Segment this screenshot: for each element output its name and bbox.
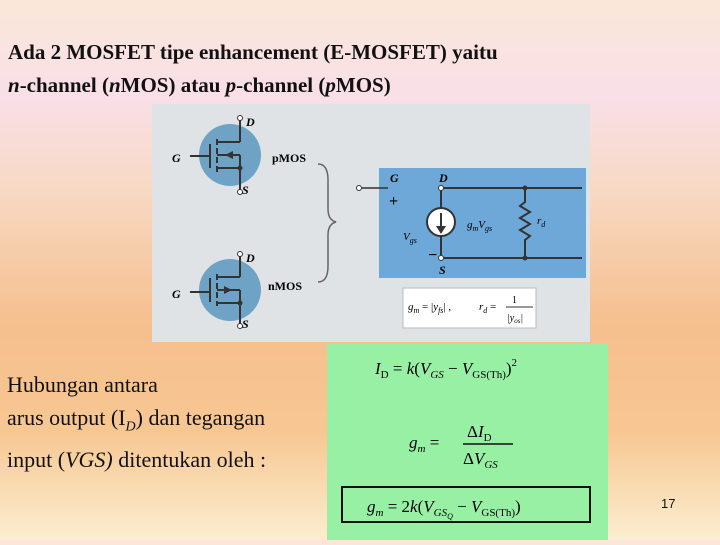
- svg-text:1: 1: [512, 295, 517, 306]
- rd-label: rd: [537, 215, 546, 229]
- vgs-label: Vgs: [403, 231, 417, 245]
- title-line-1: Ada 2 MOSFET tipe enhancement (E-MOSFET)…: [8, 40, 498, 64]
- body-line-1: Hubungan antara: [7, 372, 158, 397]
- equation-drain-current: ID = k(VGS − VGS(Th))2: [374, 357, 517, 381]
- page-number: 17: [661, 496, 676, 511]
- equation-boxed: [341, 486, 591, 523]
- equation-panel: ID = k(VGS − VGS(Th))2 gm = ΔID ΔVGS gm …: [327, 344, 608, 540]
- nmos-g-label: G: [172, 287, 181, 301]
- small-signal-model: G D S + − Vgs gmVgs rd: [356, 168, 586, 278]
- pmos-symbol: D G S pMOS: [172, 115, 306, 197]
- rd-resistor: [518, 188, 532, 258]
- body-line-2: arus output (ID) dan tegangan: [7, 405, 266, 435]
- nmos-symbol: D G S nMOS: [172, 251, 302, 331]
- equation-transconductance-q: gm = 2k(VGSQ − VGS(Th)): [367, 497, 521, 521]
- model-g-label: G: [390, 171, 399, 185]
- pmos-d-label: D: [245, 115, 255, 129]
- minus-sign: −: [428, 247, 437, 264]
- svg-text:rd =: rd =: [479, 301, 496, 315]
- nmos-d-label: D: [245, 251, 255, 265]
- body-line-3: input (VGS) ditentukan oleh :: [7, 447, 267, 473]
- gm-vgs-label: gmVgs: [467, 219, 492, 233]
- pmos-label: pMOS: [272, 151, 306, 165]
- title-line-2: n-channel (nMOS) atau p-channel (pMOS): [8, 73, 391, 97]
- plus-sign: +: [389, 193, 398, 210]
- model-background: [379, 168, 586, 278]
- model-d-label: D: [438, 171, 448, 185]
- svg-text:ΔID: ΔID: [467, 422, 492, 444]
- pmos-s-label: S: [242, 183, 249, 197]
- svg-text:ΔVGS: ΔVGS: [463, 449, 498, 471]
- pmos-g-label: G: [172, 151, 181, 165]
- model-s-label: S: [439, 263, 446, 277]
- mosfet-circuit-figure: D G S pMOS D G S nMOS: [152, 104, 590, 342]
- nmos-label: nMOS: [268, 279, 302, 293]
- equation-transconductance-delta: gm =: [409, 433, 439, 455]
- nmos-s-label: S: [242, 317, 249, 331]
- body-text: Hubungan antara arus output (ID) dan teg…: [7, 368, 266, 476]
- mosfet-circuit-svg: D G S pMOS D G S nMOS: [172, 115, 586, 331]
- gm-rd-formula: gm = |yfs| , rd = 1 |yos|: [402, 287, 537, 329]
- grouping-brace: [317, 163, 337, 283]
- slide-title: Ada 2 MOSFET tipe enhancement (E-MOSFET)…: [8, 36, 708, 102]
- equation-svg: ID = k(VGS − VGS(Th))2 gm = ΔID ΔVGS gm …: [341, 357, 591, 523]
